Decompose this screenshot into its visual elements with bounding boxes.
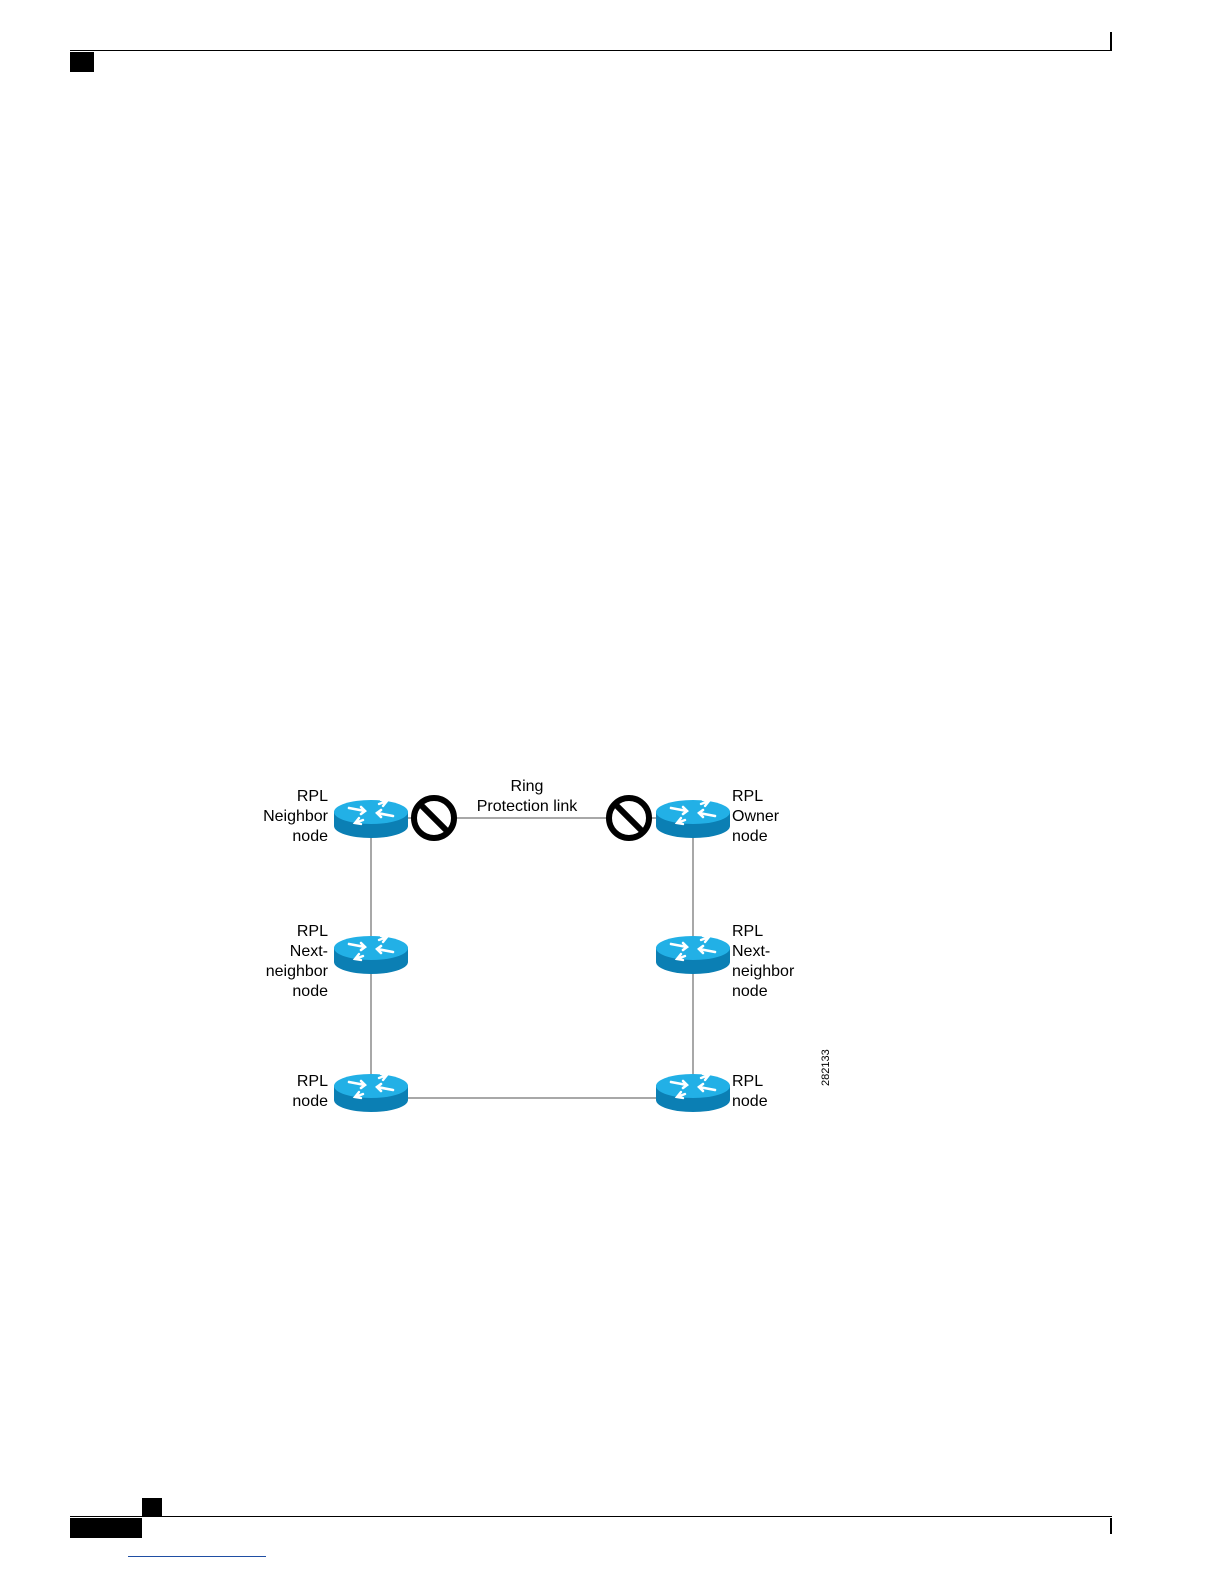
router-icon	[656, 936, 730, 974]
rpl-next-neighbor-left-label: RPL Next- neighbor node	[240, 922, 328, 1002]
blocked-port-icon	[414, 798, 454, 838]
router-icon	[656, 800, 730, 838]
blocked-port-icon	[609, 798, 649, 838]
rpl-next-neighbor-right-label: RPL Next- neighbor node	[732, 922, 832, 1002]
footer-tick	[1110, 1518, 1112, 1534]
footer-marker-tab	[142, 1498, 162, 1516]
router-icon	[334, 936, 408, 974]
header-marker	[70, 52, 94, 72]
footer-link-underline[interactable]	[128, 1556, 266, 1557]
rpl-ring-diagram: Ring Protection link RPL Neighbor node R…	[230, 760, 870, 1140]
footer-rule	[70, 1516, 1112, 1517]
router-icon	[334, 1074, 408, 1112]
rpl-neighbor-node-label: RPL Neighbor node	[240, 787, 328, 847]
figure-id: 282133	[816, 1049, 836, 1086]
header-tick	[1110, 32, 1112, 50]
ring-protection-link-label: Ring Protection link	[462, 777, 592, 817]
rpl-node-left-label: RPL node	[240, 1072, 328, 1112]
footer-marker	[70, 1518, 142, 1538]
router-icon	[656, 1074, 730, 1112]
router-icon	[334, 800, 408, 838]
rpl-owner-node-label: RPL Owner node	[732, 787, 832, 847]
header-rule	[70, 50, 1112, 51]
